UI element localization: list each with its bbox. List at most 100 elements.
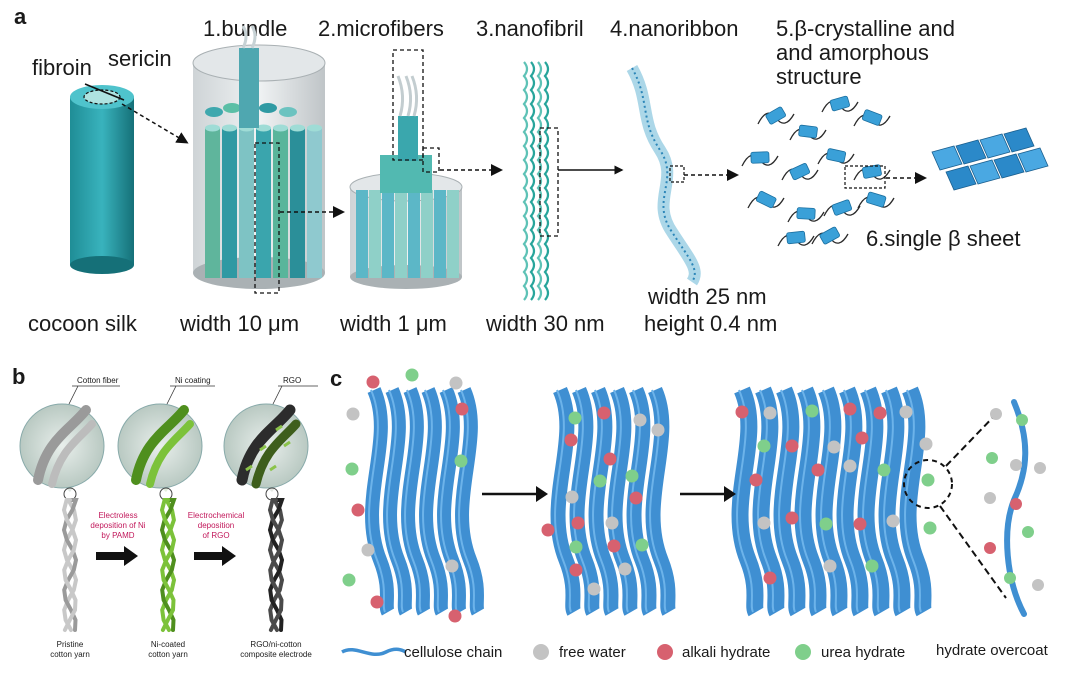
cocoon-silk-cylinder [70,83,134,274]
caption-pristine-2: cotton yarn [50,650,90,659]
stage-6-label: 6.single β sheet [866,226,1021,251]
bundle-rod-top [256,124,271,132]
width-label-bundle: width 10 μm [179,311,299,336]
green-overcoat-dot [1022,526,1034,538]
nanoribbon-width: width 25 nm [647,284,767,309]
cellulose-fiber-highlight [368,389,386,613]
beta-crystallite [798,124,818,139]
red-dot [597,406,611,420]
yarn-strand [159,498,177,632]
cellulose-fiber [794,386,828,617]
sericin-label: sericin [108,46,172,71]
panel-b-letter: b [12,364,25,389]
cellulose-fiber-highlight [386,389,404,613]
red-dot [569,563,583,577]
stage-2-label: 2.microfibers [318,16,444,41]
legend-cellulose: cellulose chain [404,644,502,661]
zoom-ni-coating [117,403,203,501]
gray-dot [605,516,619,530]
cellulose-fiber [455,387,485,616]
panel-c-letter: c [330,366,342,391]
callout-ni-coating: Ni coating [175,376,211,385]
hydrate-overcoat-chain [984,399,1046,617]
step2-line1: Electrochemical [188,511,245,520]
single-beta-sheet [931,127,1049,191]
beta-crystallite [861,109,883,126]
fibroin-label: fibroin [32,55,92,80]
cellulose-fiber-highlight [757,389,775,613]
overcoat-zoom-circle [903,459,953,509]
bundle-rod-end [259,103,277,113]
caption-pristine-1: Pristine [57,640,84,649]
cellulose-fiber [836,386,870,617]
microfiber-cylinder [349,49,463,289]
cellulose-fiber-highlight [778,389,796,613]
gray-dot [449,376,463,390]
gray-dot [361,543,375,557]
red-dot [855,431,869,445]
microfiber-rod [395,190,407,278]
nanofibril-strand [536,61,543,301]
panel-a-letter: a [14,4,27,29]
bundle-rod-top [273,124,288,132]
red-dot [785,511,799,525]
beta-sheet-tile [969,159,1001,185]
yarn-group [61,498,285,632]
cellulose-fiber-highlight [458,389,476,613]
stage-3-label: 3.nanofibril [476,16,584,41]
red-dot [873,406,887,420]
bundle-rod [239,128,254,278]
green-dot [819,517,833,531]
green-dot [345,462,359,476]
bundle-rod-end [205,107,223,117]
stage-5-line3: structure [776,64,862,89]
bundle-rod-top [307,124,322,132]
cellulose-fiber [815,386,849,617]
red-dot [603,452,617,466]
red-dot [351,503,365,517]
gray-dot [565,490,579,504]
green-overcoat-dot [1004,572,1016,584]
width-label-nanofibril: width 30 nm [485,311,605,336]
gray-dot [633,413,647,427]
bundle-rod [307,128,322,278]
gray-dot [757,516,771,530]
microfiber-rod [356,190,368,278]
callout-cotton-fiber: Cotton fiber [77,376,119,385]
gray-dot [346,407,360,421]
legend-urea: urea hydrate [821,644,905,661]
width-label-cocoon: cocoon silk [28,311,138,336]
nanofibril [522,61,559,301]
green-dot [877,463,891,477]
bundle-rod-top [222,124,237,132]
legend-free-water: free water [559,644,626,661]
bundle-rod [256,128,271,278]
red-dot [366,375,380,389]
red-dot [455,402,469,416]
beta-crystallite [765,106,786,125]
cellulose-fiber-highlight [862,389,880,613]
green-dot [635,538,649,552]
legend-urea-swatch [795,644,811,660]
gray-dot [899,405,913,419]
cellulose-fiber-highlight [841,389,859,613]
caption-ni-1: Ni-coated [151,640,185,649]
nanofibril-strand [529,61,536,301]
cellulose-fiber-highlight [611,389,629,613]
step2-arrow [194,546,236,566]
beta-sheet-tile [945,165,977,191]
cellulose-fiber-highlight [554,389,572,613]
stage-5-line1: 5.β-crystalline and [776,16,955,41]
red-dot [749,473,763,487]
cellulose-fiber [588,386,620,616]
cellulose-fiber [437,387,467,616]
gray-overcoat-dot [1010,459,1022,471]
caption-ni-2: cotton yarn [148,650,188,659]
beta-crystallite [789,163,811,181]
gray-dot [587,582,601,596]
stage-4-label: 4.nanoribbon [610,16,738,41]
cellulose-fiber [731,386,765,617]
cellulose-fiber-blocks [365,386,933,617]
green-dot [568,411,582,425]
cellulose-fiber [401,387,431,616]
